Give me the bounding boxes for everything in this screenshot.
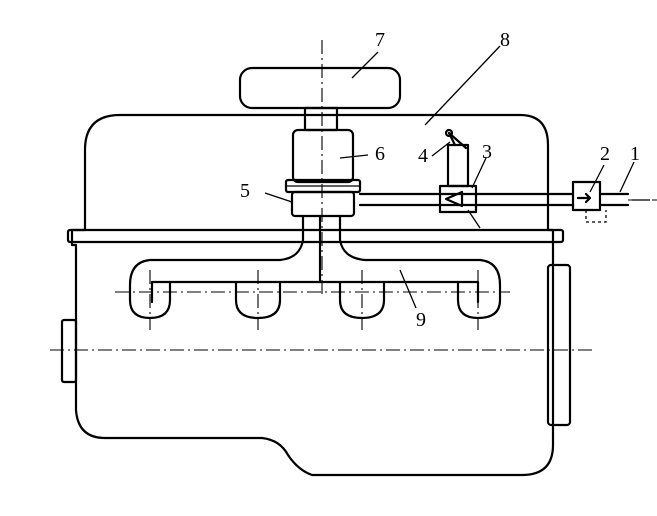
valve-lever bbox=[444, 128, 468, 150]
left-boss bbox=[60, 318, 78, 384]
label-7: 7 bbox=[375, 29, 385, 51]
gas-pipe bbox=[358, 192, 630, 207]
engine-block bbox=[70, 113, 555, 477]
flywheel-housing bbox=[546, 263, 572, 427]
head-flange bbox=[66, 228, 565, 244]
mixer-body bbox=[290, 190, 356, 218]
air-filter-neck bbox=[303, 106, 339, 132]
label-2: 2 bbox=[600, 143, 610, 165]
label-3: 3 bbox=[482, 141, 492, 163]
air-filter bbox=[238, 66, 402, 110]
intake-manifold bbox=[128, 214, 305, 302]
label-5: 5 bbox=[240, 180, 250, 202]
label-8: 8 bbox=[500, 29, 510, 51]
label-4: 4 bbox=[418, 145, 428, 167]
manifold-ports bbox=[128, 280, 502, 320]
label-1: 1 bbox=[630, 143, 640, 165]
leader-lines bbox=[264, 45, 635, 309]
label-9: 9 bbox=[416, 309, 426, 331]
carburetor bbox=[291, 128, 355, 184]
label-6: 6 bbox=[375, 143, 385, 165]
